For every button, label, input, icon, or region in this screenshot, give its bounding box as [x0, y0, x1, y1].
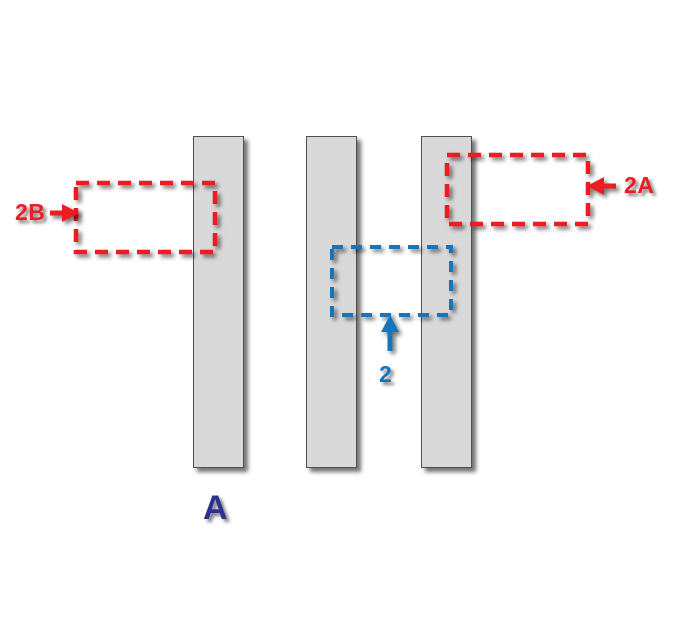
plate-middle [306, 136, 357, 468]
arrow-up-icon [381, 315, 399, 351]
gaussian-surface-2b [73, 180, 218, 255]
label-2: 2 [379, 361, 393, 387]
gaussian-surface-2 [330, 245, 453, 317]
arrow-left-icon [587, 177, 616, 195]
gaussian-surface-2a [444, 152, 591, 227]
label-plate-a: A [203, 489, 229, 527]
arrow-right-icon [50, 204, 79, 222]
plate-left [193, 136, 244, 468]
label-2a: 2A [624, 172, 655, 198]
label-2b: 2B [15, 199, 46, 225]
